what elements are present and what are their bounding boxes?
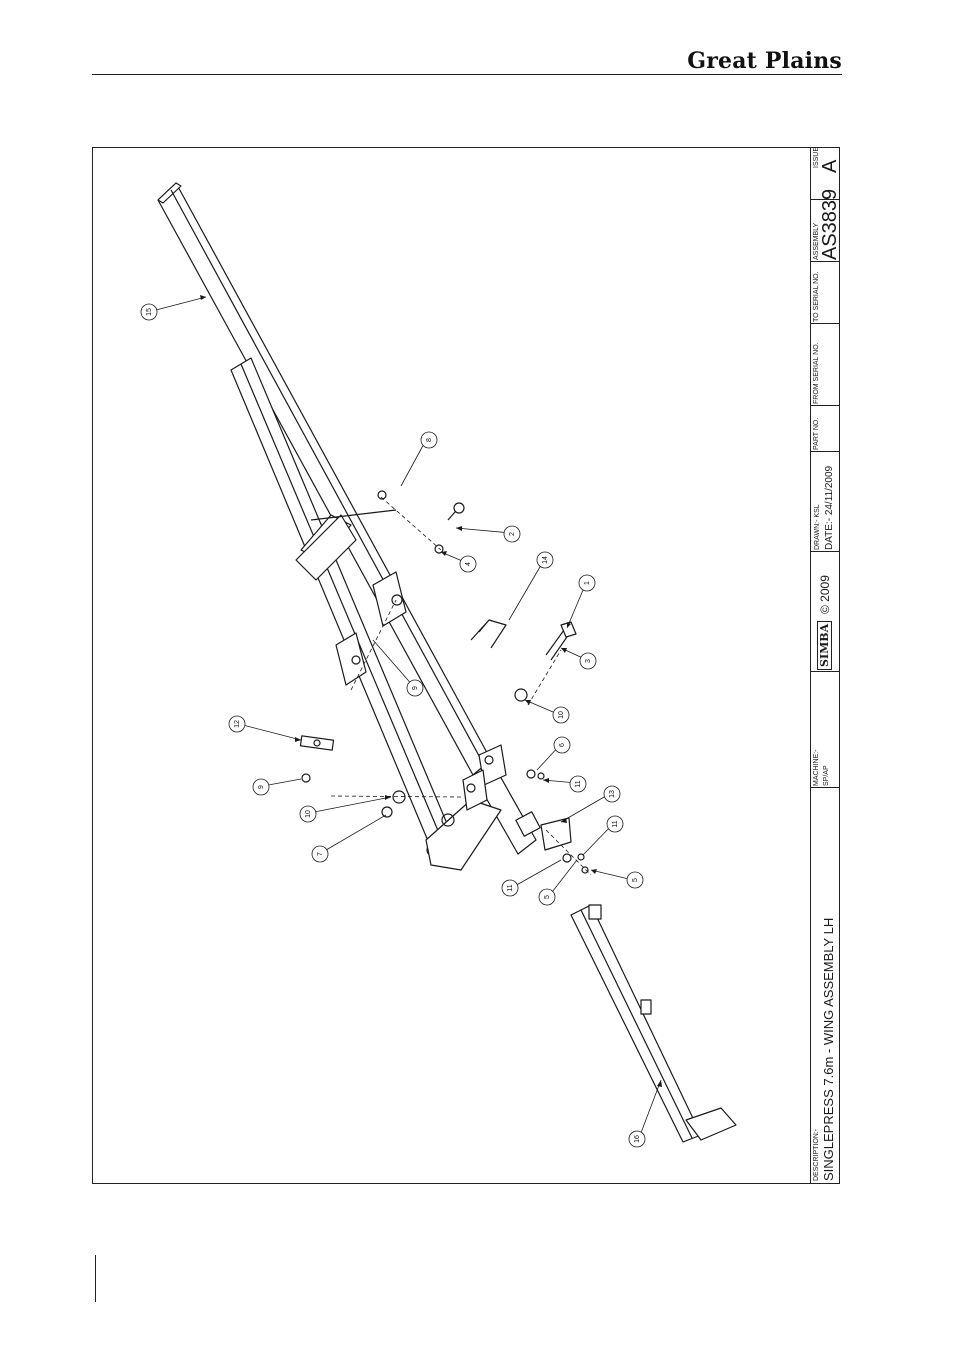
svg-text:10: 10 [558,711,565,719]
from-serial-label: FROM SERIAL NO. [813,342,820,404]
exploded-view: 15 8 2 4 14 1 3 9 10 6 11 13 12 9 10 7 1… [93,148,811,1183]
svg-text:14: 14 [542,556,549,564]
drawing-frame: 15 8 2 4 14 1 3 9 10 6 11 13 12 9 10 7 1… [92,147,840,1184]
machine-cell: MACHINE:- SP/AP [811,672,840,788]
brand-logo: Great Plains [687,48,842,74]
callout-5b: 5 [539,889,555,905]
machine-value: SP/AP [823,765,830,786]
assembly-cell: ASSEMBLY AS3839 [811,200,840,262]
svg-text:5: 5 [544,895,551,899]
svg-text:9: 9 [412,686,419,690]
callout-14: 14 [537,552,553,568]
svg-text:8: 8 [426,438,433,442]
to-serial-label: TO SERIAL NO. [813,271,820,322]
svg-text:13: 13 [609,790,616,798]
callout-4: 4 [460,556,476,572]
margin-rule [95,1255,96,1302]
svg-text:11: 11 [612,820,619,827]
callout-11c: 11 [502,880,518,896]
copyright: © 2009 [818,575,832,614]
part-no-cell: PART NO. [811,406,840,452]
callout-5a: 5 [627,872,643,888]
callout-7: 7 [312,846,328,862]
callout-10b: 10 [300,806,316,822]
assembly-drawing: 15 8 2 4 14 1 3 9 10 6 11 13 12 9 10 7 1… [93,148,811,1183]
simba-logo: SIMBA [817,621,832,670]
drawn-date: DATE:- 24/11/2009 [824,466,835,550]
from-serial-cell: FROM SERIAL NO. [811,324,840,406]
svg-text:1: 1 [584,581,591,585]
drawn-by: DRAWN:- KSL [814,504,821,550]
svg-text:9: 9 [258,785,265,789]
callout-9a: 9 [407,680,423,696]
callout-8: 8 [421,432,437,448]
description-cell: DESCRIPTION:- SINGLEPRESS 7.6m - WING AS… [811,788,840,1183]
svg-text:10: 10 [305,810,312,818]
stand-leg [571,905,736,1142]
callout-15: 15 [141,304,157,320]
header-rule [92,74,842,75]
svg-text:16: 16 [634,1135,641,1143]
issue-value: A [819,160,842,173]
svg-text:15: 15 [146,308,153,316]
svg-text:7: 7 [317,852,324,856]
pin [546,622,576,660]
part-no-label: PART NO. [813,418,820,450]
svg-text:2: 2 [509,532,516,536]
svg-text:5: 5 [632,878,639,882]
svg-text:4: 4 [465,562,472,566]
svg-text:11: 11 [575,780,582,787]
rear-beam [231,358,501,870]
callout-13: 13 [604,786,620,802]
callout-1: 1 [579,575,595,591]
svg-text:6: 6 [559,743,566,747]
callout-9b: 9 [253,779,269,795]
title-block: ISSUE A ASSEMBLY AS3839 TO SERIAL NO. FR… [810,148,839,1183]
to-serial-cell: TO SERIAL NO. [811,262,840,324]
description-text: SINGLEPRESS 7.6m - WING ASSEMBLY LH [821,918,836,1181]
assembly-number: AS3839 [819,189,842,260]
callout-3: 3 [580,653,596,669]
drawn-cell: DRAWN:- KSL DATE:- 24/11/2009 [811,452,840,552]
callout-11b: 11 [607,816,623,832]
callout-11a: 11 [570,776,586,792]
callout-10a: 10 [553,707,569,723]
callout-6: 6 [554,737,570,753]
callout-2: 2 [504,526,520,542]
description-label: DESCRIPTION:- [813,1129,820,1181]
machine-label: MACHINE:- [813,749,820,786]
svg-text:3: 3 [585,659,592,663]
svg-text:11: 11 [507,884,514,891]
callout-16: 16 [629,1131,645,1147]
svg-text:12: 12 [234,720,241,728]
logo-cell: SIMBA © 2009 [811,552,840,672]
callout-12: 12 [229,716,245,732]
